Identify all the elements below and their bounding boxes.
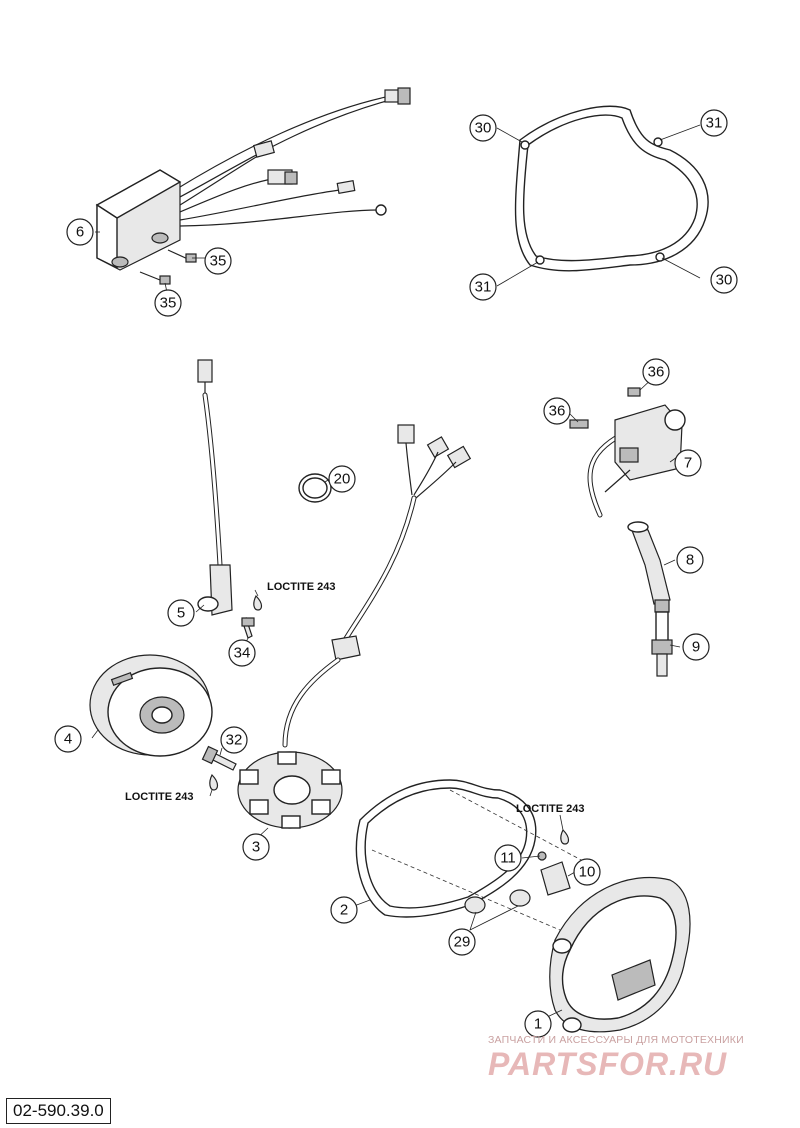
callout-35-bottom: 35 [154, 289, 182, 317]
callout-6: 6 [66, 218, 94, 246]
callout-label-2: 2 [340, 902, 348, 919]
watermark-caption: ЗАПЧАСТИ И АКСЕССУАРЫ ДЛЯ МОТОТЕХНИКИ [488, 1034, 744, 1046]
loctite-label-right: LOCTITE 243 [516, 803, 584, 815]
callout-label-31-top: 31 [706, 115, 723, 132]
callout-31-top: 31 [700, 109, 728, 137]
callout-1: 1 [524, 1010, 552, 1038]
callout-label-8: 8 [686, 552, 694, 569]
callout-label-29: 29 [454, 934, 471, 951]
callout-label-32: 32 [226, 732, 243, 749]
callout-label-10: 10 [579, 864, 596, 881]
callout-label-7: 7 [684, 455, 692, 472]
callout-5: 5 [167, 599, 195, 627]
callout-36-left: 36 [543, 397, 571, 425]
callout-32: 32 [220, 726, 248, 754]
callout-label-4: 4 [64, 731, 72, 748]
callout-35-right: 35 [204, 247, 232, 275]
callout-9: 9 [682, 633, 710, 661]
bolts-drawing [201, 594, 570, 845]
callout-label-9: 9 [692, 639, 700, 656]
callout-label-36-left: 36 [549, 403, 566, 420]
callout-30-top: 30 [469, 114, 497, 142]
callout-4: 4 [54, 725, 82, 753]
callout-36-top: 36 [642, 358, 670, 386]
cover-gasket-drawing [514, 105, 709, 272]
callouts: 6 30 31 31 30 35 35 20 36 36 7 8 9 5 34 … [54, 109, 738, 1038]
generator-cover-drawing [549, 876, 691, 1033]
clip-drawing [298, 473, 332, 503]
callout-label-31-bottom: 31 [475, 279, 492, 296]
callout-11: 11 [494, 844, 522, 872]
pickup-sensor-drawing [197, 359, 233, 616]
callout-label-35-right: 35 [210, 253, 227, 270]
callout-label-20: 20 [334, 471, 351, 488]
callout-label-30-bottom: 30 [716, 272, 733, 289]
callout-label-36-top: 36 [648, 364, 665, 381]
callout-34: 34 [228, 639, 256, 667]
callout-7: 7 [674, 449, 702, 477]
callout-20: 20 [328, 465, 356, 493]
loctite-label-left: LOCTITE 243 [125, 791, 193, 803]
callout-label-30-top: 30 [475, 120, 492, 137]
callout-31-bottom: 31 [469, 273, 497, 301]
callout-30-bottom: 30 [710, 266, 738, 294]
spark-plug-drawing [627, 521, 673, 677]
drawing-number: 02-590.39.0 [6, 1098, 111, 1124]
small-parts-drawing [464, 851, 571, 914]
callout-10: 10 [573, 858, 601, 886]
callout-29: 29 [448, 928, 476, 956]
callout-label-1: 1 [534, 1016, 542, 1033]
callout-3: 3 [242, 833, 270, 861]
callout-label-6: 6 [76, 224, 84, 241]
callout-label-11: 11 [500, 850, 516, 867]
callout-label-5: 5 [177, 605, 185, 622]
callout-8: 8 [676, 546, 704, 574]
callout-2: 2 [330, 896, 358, 924]
flywheel-drawing [89, 654, 213, 757]
stator-drawing [237, 424, 472, 829]
watermark-logo: PARTSFOR.RU [488, 1046, 728, 1082]
ignition-coil-drawing [569, 387, 686, 518]
callout-label-3: 3 [252, 839, 260, 856]
callout-label-35-bottom: 35 [160, 295, 177, 312]
cdi-unit-drawing [95, 87, 411, 285]
generator-gasket-drawing [355, 779, 601, 931]
callout-label-34: 34 [234, 645, 251, 662]
loctite-label-top: LOCTITE 243 [267, 581, 335, 593]
